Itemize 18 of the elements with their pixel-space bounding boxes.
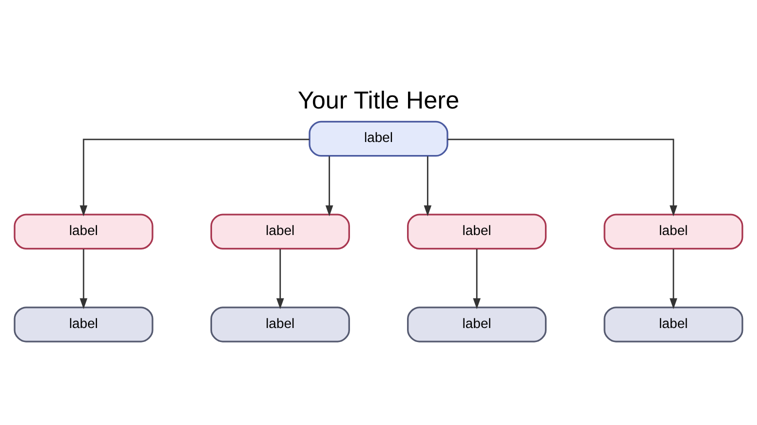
arrow [472, 249, 481, 310]
arrow [326, 156, 334, 216]
arrow [448, 138, 678, 216]
arrow [80, 249, 88, 310]
node-box: label [407, 214, 547, 250]
arrow [80, 138, 310, 216]
node-box: label [14, 306, 154, 342]
node-box: label [308, 120, 448, 157]
arrow [670, 249, 678, 310]
node-box: label [604, 306, 744, 342]
node-box: label [210, 214, 350, 250]
diagram-title: Your Title Here [298, 88, 460, 115]
node-box: label [407, 306, 547, 342]
node-box: label [604, 214, 744, 250]
arrow [276, 249, 284, 310]
node-box: label [210, 306, 350, 342]
arrow [424, 156, 432, 216]
node-box: label [14, 214, 154, 250]
